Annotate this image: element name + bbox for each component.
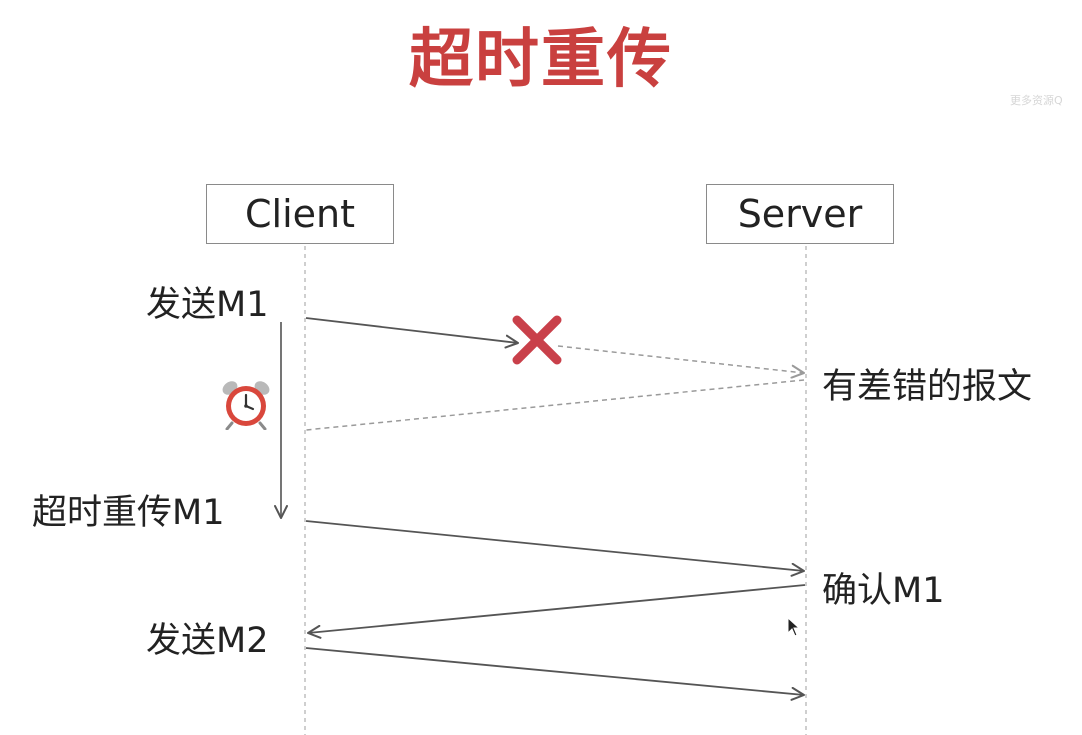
message-m1-arrow <box>305 317 519 349</box>
message-m2-arrow <box>305 647 805 701</box>
retransmit-m1-arrow <box>305 520 805 577</box>
mouse-cursor-icon <box>787 617 801 637</box>
page-title: 超时重传 <box>409 23 673 97</box>
retransmit-m1-label: 超时重传M1 <box>32 493 225 533</box>
server-node: Server <box>706 184 894 244</box>
send-m1-label: 发送M1 <box>146 285 269 325</box>
no-ack-dashed-line <box>305 379 805 431</box>
corrupted-message-arrow <box>557 345 805 379</box>
ack-m1-label: 确认M1 <box>822 571 945 611</box>
client-node: Client <box>206 184 394 244</box>
alarm-clock-icon <box>222 381 270 430</box>
ack-m1-arrow <box>307 584 806 639</box>
send-m2-label: 发送M2 <box>146 621 269 661</box>
corrupted-packet-label: 有差错的报文 <box>822 367 1033 407</box>
watermark: 更多资源Q <box>1010 94 1063 107</box>
cross-icon <box>512 315 562 365</box>
